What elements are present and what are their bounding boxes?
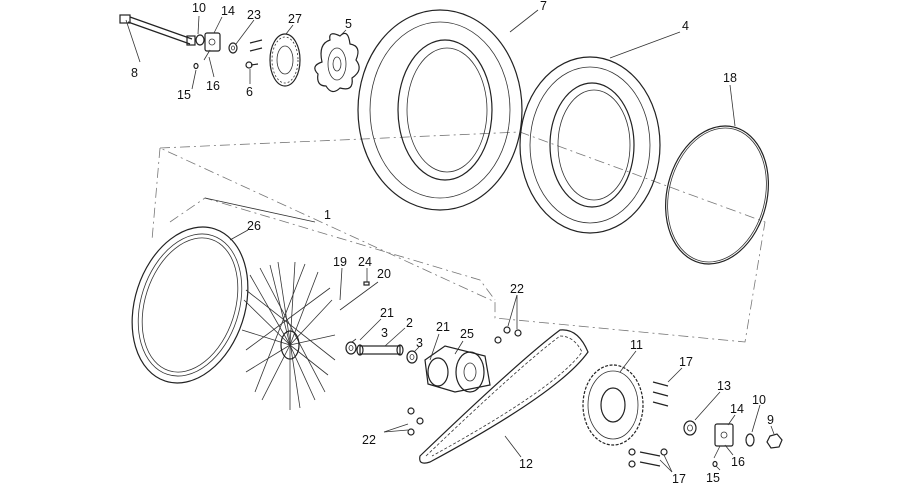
tire-rear xyxy=(519,56,661,234)
chain-adjuster-top xyxy=(203,32,221,61)
drive-chain xyxy=(419,329,589,464)
callout-7: 7 xyxy=(540,0,547,13)
callout-19: 19 xyxy=(333,255,347,269)
spoke-set xyxy=(241,261,336,410)
axle-nut xyxy=(766,433,783,449)
sprocket-nuts xyxy=(628,448,668,468)
rear-sprocket xyxy=(582,364,644,446)
callout-15-right: 15 xyxy=(706,471,720,484)
callout-21-right: 21 xyxy=(436,320,450,334)
wheel-hub xyxy=(424,345,491,393)
callout-20: 20 xyxy=(377,267,391,281)
callout-14-right: 14 xyxy=(730,402,744,416)
rim-band xyxy=(665,125,769,265)
small-bolt-top xyxy=(193,62,199,70)
spacer-tube xyxy=(356,344,404,356)
group-outline-edge xyxy=(151,147,161,241)
callout-17-bottom: 17 xyxy=(672,472,686,484)
callout-16-right: 16 xyxy=(731,455,745,469)
callout-6: 6 xyxy=(246,85,253,99)
washer-right xyxy=(745,433,755,447)
callout-3-right: 3 xyxy=(416,336,423,350)
brake-disc-carrier xyxy=(269,33,301,87)
callout-16-top: 16 xyxy=(206,79,220,93)
callout-11: 11 xyxy=(630,338,643,352)
wheel-axle xyxy=(119,14,196,46)
sprocket-bolts-top xyxy=(245,39,263,69)
wheel-rim xyxy=(131,226,249,384)
callout-5: 5 xyxy=(345,17,352,31)
group-outline-wheel xyxy=(169,197,496,301)
callout-14-top: 14 xyxy=(221,4,235,18)
callout-22-top: 22 xyxy=(510,282,524,296)
callout-4: 4 xyxy=(682,19,689,33)
spoke-nipple xyxy=(363,281,370,286)
hub-nuts-top xyxy=(494,326,522,344)
small-bolt-right xyxy=(712,460,718,468)
callout-23: 23 xyxy=(247,8,261,22)
callout-12: 12 xyxy=(519,457,533,471)
callout-25: 25 xyxy=(460,327,474,341)
callout-17-top: 17 xyxy=(679,355,693,369)
callout-15-top: 15 xyxy=(177,88,191,102)
callout-26: 26 xyxy=(247,219,261,233)
callout-10-top: 10 xyxy=(192,1,206,15)
callout-8: 8 xyxy=(131,66,138,80)
tire-front xyxy=(357,9,523,211)
chain-adjuster-right xyxy=(713,423,734,459)
callout-18: 18 xyxy=(723,71,737,85)
callout-22-bottom: 22 xyxy=(362,433,376,447)
washer-top xyxy=(195,34,205,46)
callout-2: 2 xyxy=(406,316,413,330)
leader-lines xyxy=(125,9,775,473)
callout-10-right: 10 xyxy=(752,393,766,407)
callout-1: 1 xyxy=(324,208,331,222)
hub-nuts-bottom xyxy=(407,407,424,436)
callout-9: 9 xyxy=(767,413,774,427)
spacer-right xyxy=(683,420,697,436)
callout-24: 24 xyxy=(358,255,372,269)
bearing-right xyxy=(406,350,418,364)
bearing-left xyxy=(345,341,357,355)
brake-disc xyxy=(314,32,360,93)
callout-27: 27 xyxy=(288,12,302,26)
callout-13: 13 xyxy=(717,379,731,393)
callout-labels: 1 2 3 3 4 5 6 7 8 9 10 10 11 12 13 14 14… xyxy=(131,0,774,484)
sprocket-bolts xyxy=(639,381,669,467)
spacer-top xyxy=(228,42,238,54)
callout-3-left: 3 xyxy=(381,326,388,340)
callout-21-left: 21 xyxy=(380,306,394,320)
